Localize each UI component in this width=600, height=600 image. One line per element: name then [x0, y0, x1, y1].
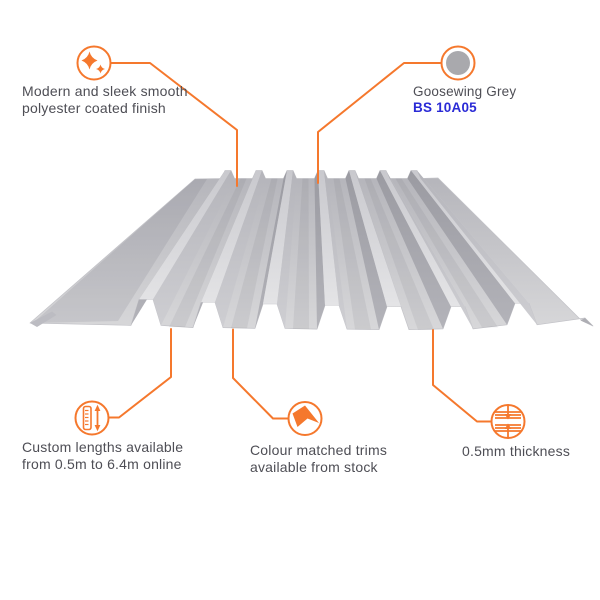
sheet-face [33, 179, 207, 323]
finish-label: Modern and sleek smooth polyester coated… [22, 83, 188, 117]
trim-icon [287, 401, 323, 436]
trims-label-line2: available from stock [250, 459, 378, 475]
trims-label: Colour matched trims available from stoc… [250, 442, 387, 476]
arrow-head-down [94, 425, 101, 432]
arrow-up-head [504, 423, 512, 429]
lengths-label-line1: Custom lengths available [22, 439, 184, 455]
sheet-face [395, 178, 498, 328]
lengths-label: Custom lengths available from 0.5m to 6.… [22, 439, 183, 473]
ruler-ticks [85, 409, 89, 426]
sheet-face [345, 170, 387, 330]
sheet-face [318, 170, 339, 306]
ruler-length-icon [74, 400, 110, 436]
thickness-connector-line [432, 329, 493, 423]
sheet-face [231, 178, 278, 329]
icon-circle [76, 45, 112, 81]
lengths-connector-line [108, 328, 172, 419]
callout-lines [108, 62, 493, 423]
sheet-face [153, 170, 235, 326]
swatch-fill [446, 51, 470, 75]
lengths-label-line2: from 0.5m to 6.4m online [22, 456, 182, 472]
thickness-label: 0.5mm thickness [462, 443, 570, 460]
sheet-face [30, 311, 57, 327]
sheet-face [355, 170, 409, 330]
sheet-face [580, 318, 593, 326]
sheet-face [407, 170, 515, 325]
sheet-face [349, 170, 401, 307]
trims-label-line1: Colour matched trims [250, 442, 388, 458]
ruler-body [82, 405, 92, 431]
trims-connector-line [232, 328, 290, 420]
colour-name: Goosewing Grey [413, 84, 517, 99]
sheet-face [314, 170, 325, 330]
thickness-label-line1: 0.5mm thickness [462, 443, 571, 459]
sparkle-large [81, 51, 98, 70]
arrow-head-up [94, 404, 101, 411]
sheet-face [324, 170, 347, 330]
arrow-down-head [504, 414, 512, 420]
trim-shape [292, 405, 319, 427]
finish-label-line1: Modern and sleek smooth [22, 83, 188, 99]
sparkles-icon [76, 45, 112, 81]
sheet-face [376, 170, 451, 329]
callout-icons [74, 45, 526, 439]
sparkle-small [96, 64, 105, 74]
sheet-face [417, 170, 537, 325]
roof-sheet [29, 170, 594, 331]
sheet-face [139, 170, 231, 300]
sheet-face [364, 178, 434, 330]
sheet-face [333, 178, 371, 330]
colour-connector-line [317, 62, 443, 184]
sheet-face [277, 170, 297, 329]
finish-connector-line [109, 62, 238, 187]
icon-circle [74, 400, 110, 436]
colour-code: BS 10A05 [413, 100, 477, 115]
sheet-face [386, 170, 473, 329]
sheet-face [293, 178, 309, 329]
sheet-face [201, 170, 262, 303]
thickness-icon [490, 404, 526, 439]
finish-label-line2: polyester coated finish [22, 100, 166, 116]
sheet-face [169, 178, 247, 328]
sheet-face [263, 170, 293, 304]
colour-label: Goosewing Grey BS 10A05 [413, 84, 516, 116]
sheet-face [215, 170, 266, 328]
sheet-face [255, 170, 287, 329]
colour-swatch-icon [440, 45, 476, 81]
